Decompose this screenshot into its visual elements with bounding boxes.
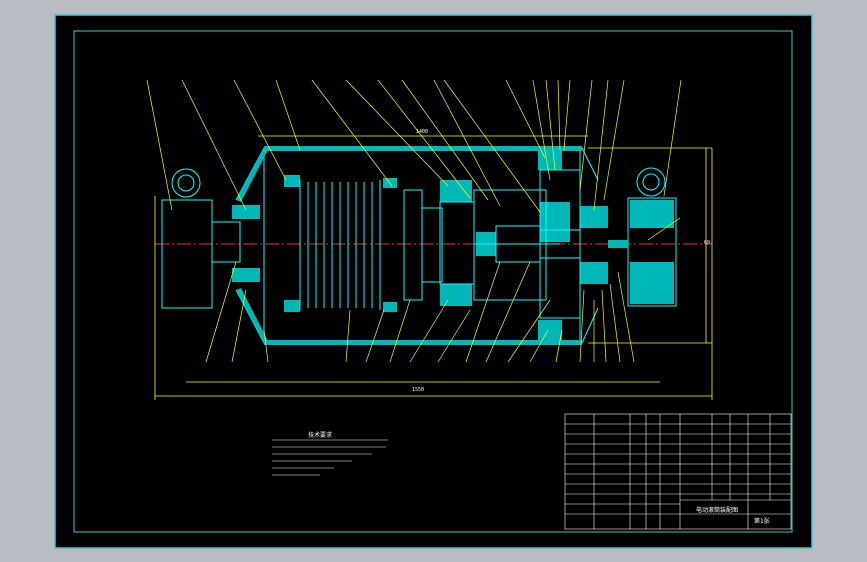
- dimension-lines: [154, 135, 713, 400]
- dimension-height: 60: [704, 240, 711, 246]
- right-housing: [627, 167, 677, 307]
- leader-lines-bottom: [205, 261, 635, 363]
- drawing-frame: [73, 30, 793, 533]
- title-block-sheet: 第1张: [754, 518, 770, 525]
- title-block: [564, 413, 792, 530]
- gear-train: [439, 169, 581, 319]
- leader-lines-top: [146, 79, 682, 241]
- dimension-upper-length: 1400: [416, 129, 429, 135]
- technical-notes-lines: [272, 439, 388, 476]
- title-block-drawing-name: 电动滚筒装配图: [696, 507, 739, 514]
- right-housing-hatch: [608, 200, 674, 304]
- dimension-overall-length: 1550: [412, 387, 425, 393]
- technical-notes-title: 技术要求: [308, 432, 333, 439]
- bellows: [299, 180, 443, 310]
- left-housing: [161, 168, 241, 309]
